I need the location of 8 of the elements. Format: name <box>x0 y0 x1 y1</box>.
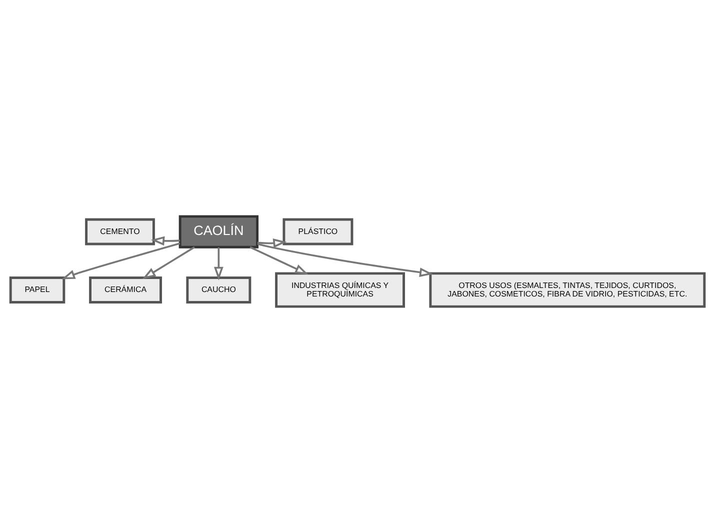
arrow <box>142 246 195 280</box>
arrow <box>257 243 434 277</box>
arrow <box>257 238 287 248</box>
arrow <box>62 242 180 280</box>
arrow <box>214 247 224 280</box>
arrow <box>150 236 180 246</box>
node-box: CAOLÍN <box>178 215 259 248</box>
arrow <box>250 246 308 275</box>
